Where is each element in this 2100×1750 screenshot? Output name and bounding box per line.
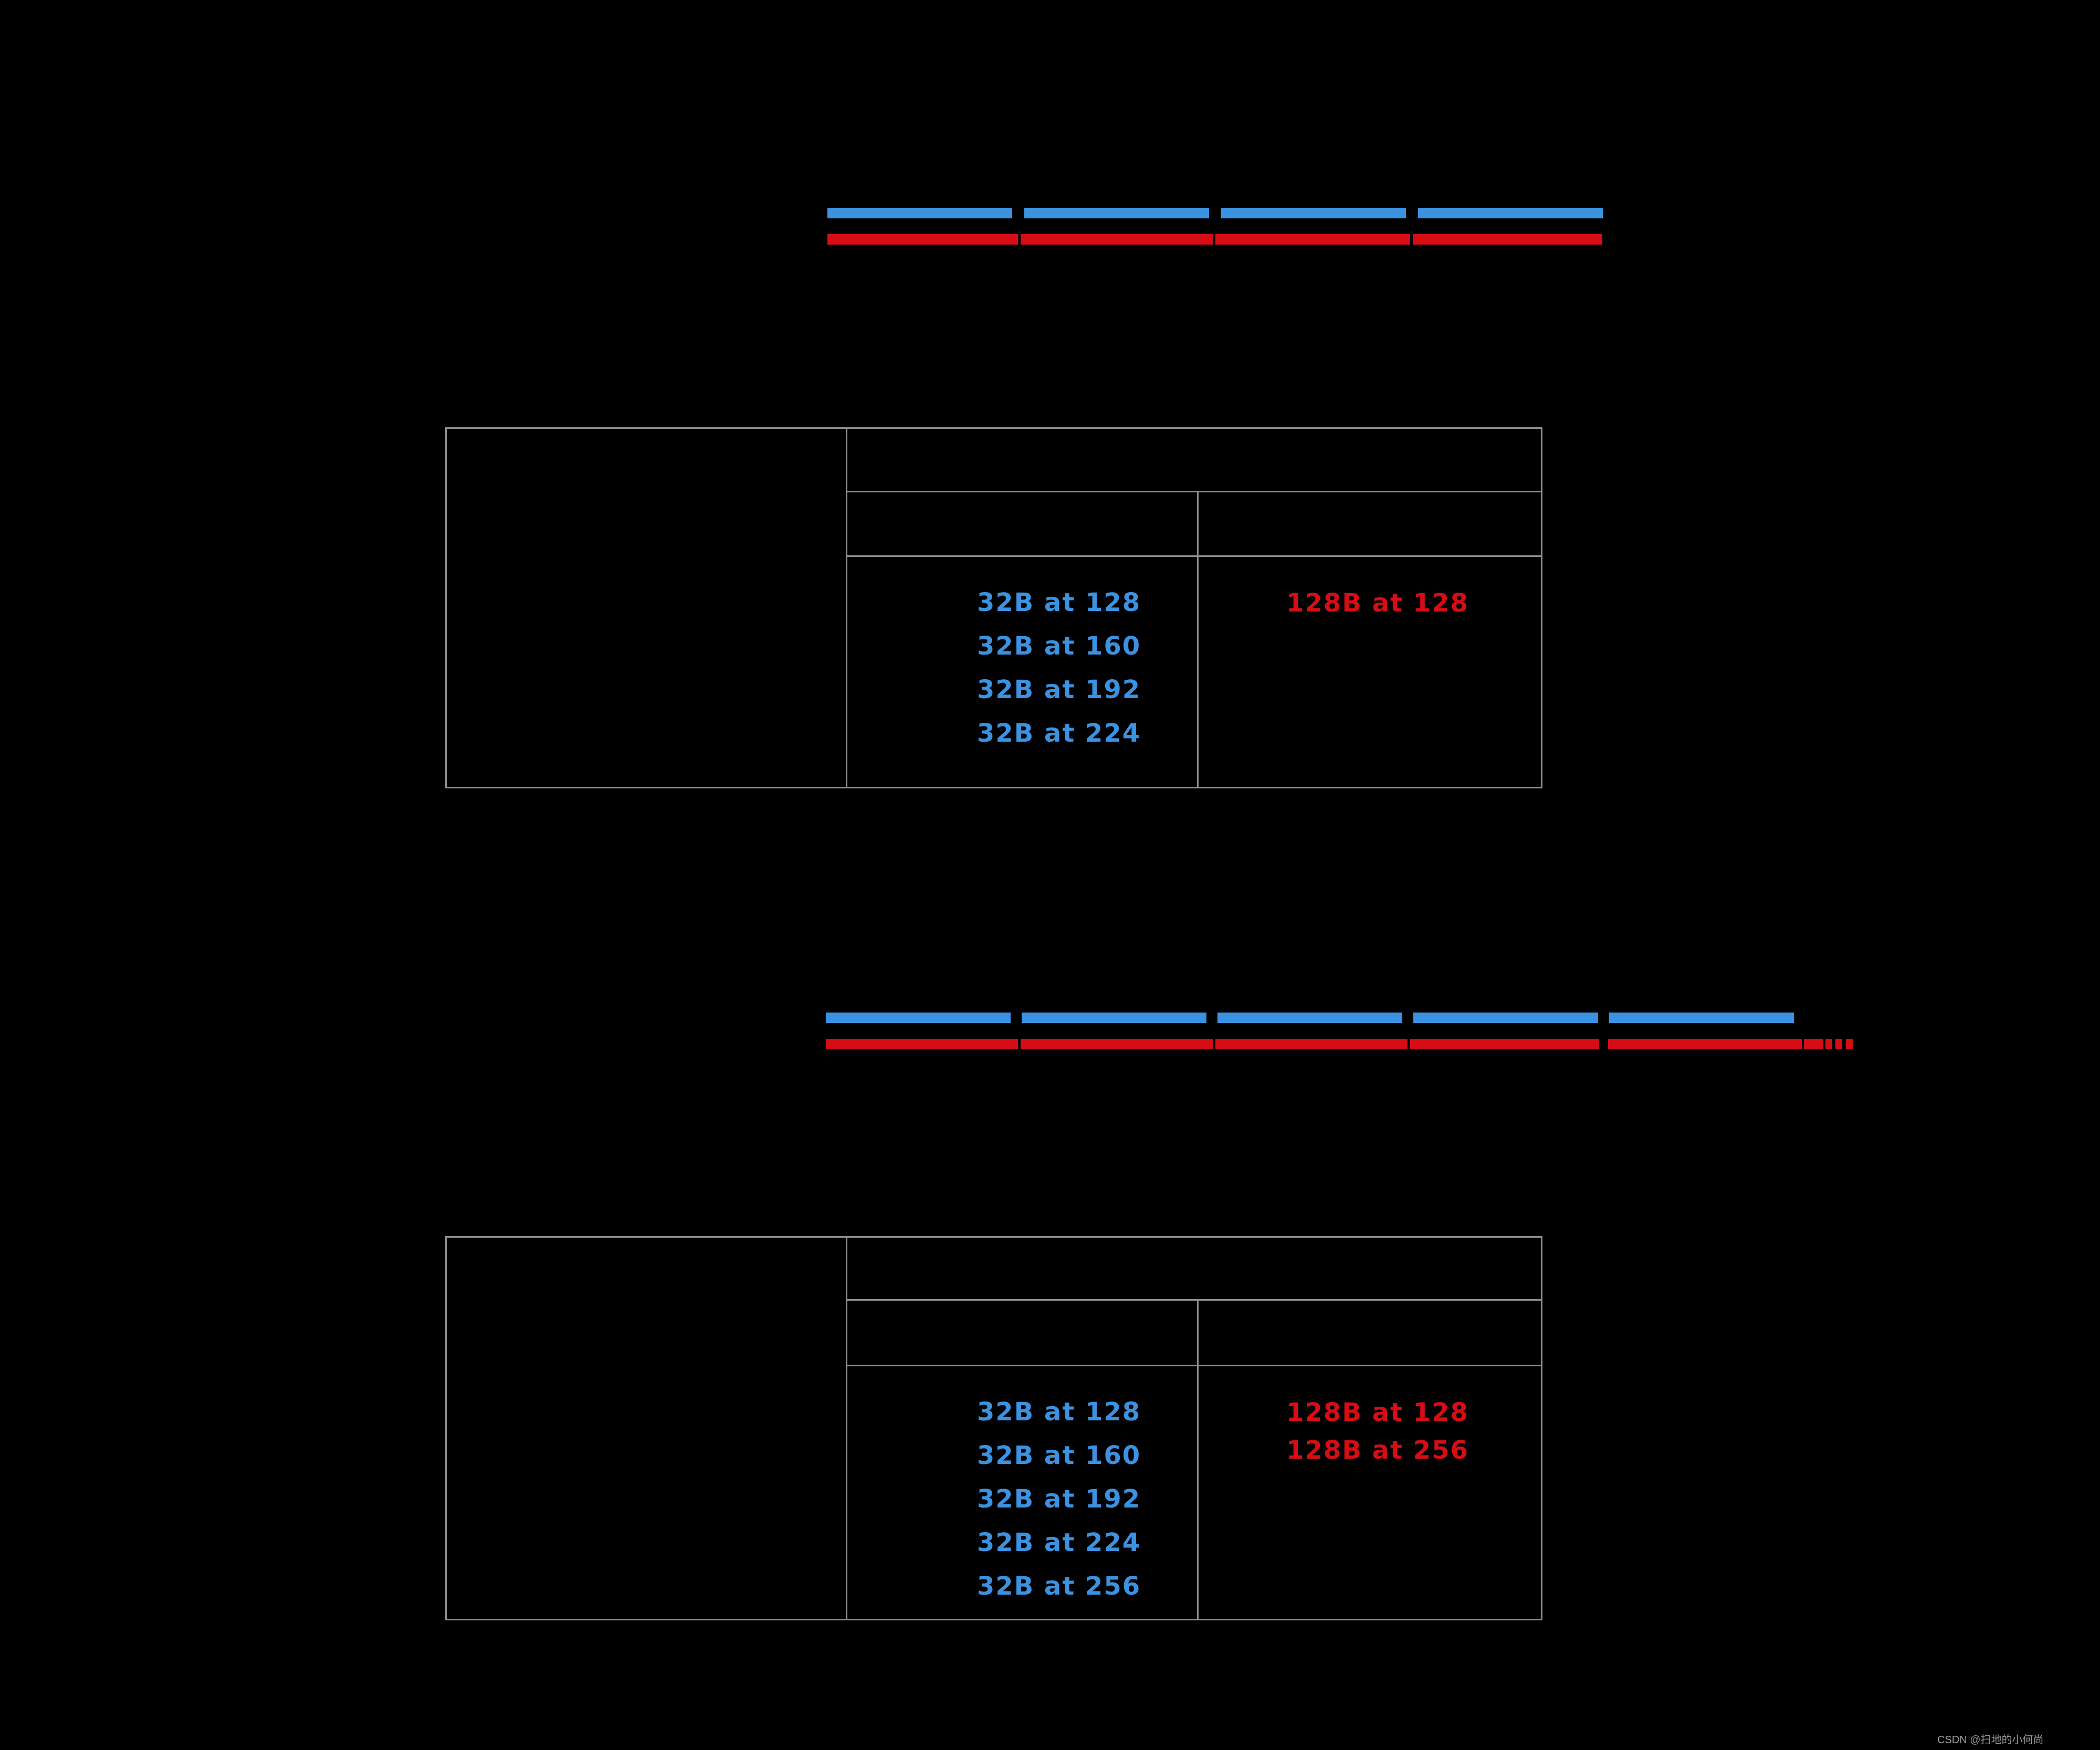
blue-sector-segment	[1022, 1013, 1206, 1023]
sector-boundary-tick	[1213, 234, 1215, 245]
blue-sector-segment	[1609, 1013, 1794, 1023]
continuation-ellipsis-dash	[1835, 1039, 1842, 1049]
sector-boundary-tick	[1410, 234, 1413, 245]
table-cell-line: 32B at 224	[976, 719, 1141, 748]
table1-subheader-cell-1	[847, 492, 1199, 557]
table2-red-values-cell: 128B at 128 128B at 256	[1199, 1366, 1541, 1619]
table-cell-line: 32B at 160	[976, 631, 1141, 661]
table-cell-line: 32B at 128	[976, 588, 1141, 617]
diagram1-red-burst-bar	[827, 234, 1602, 245]
table1-left-merged-cell	[447, 429, 847, 787]
continuation-ellipsis-dash	[1825, 1039, 1832, 1049]
diagram2-red-burst-bar-2	[1608, 1039, 1802, 1049]
blue-sector-segment	[1024, 208, 1209, 218]
table-2: 32B at 128 32B at 160 32B at 192 32B at 224…	[445, 1236, 1542, 1620]
blue-sector-segment	[1418, 208, 1603, 218]
table1-blue-values-cell: 32B at 128 32B at 160 32B at 192 32B at 224	[847, 557, 1199, 787]
sector-boundary-tick	[1408, 1039, 1410, 1049]
sector-boundary-tick	[1018, 1039, 1021, 1049]
table-cell-line: 32B at 128	[976, 1397, 1141, 1427]
table-1: 32B at 128 32B at 160 32B at 192 32B at 224…	[445, 427, 1542, 788]
diagram1-blue-sector-row	[827, 208, 1603, 218]
table-cell-line: 32B at 160	[976, 1441, 1141, 1470]
table2-blue-values-cell: 32B at 128 32B at 160 32B at 192 32B at 224…	[847, 1366, 1199, 1619]
continuation-ellipsis-dash	[1846, 1039, 1853, 1049]
sector-boundary-tick	[1018, 234, 1021, 245]
blue-sector-segment	[827, 208, 1012, 218]
blue-sector-segment	[1413, 1013, 1598, 1023]
table1-right-header-cell	[847, 429, 1541, 492]
table1-red-values-cell: 128B at 128	[1199, 557, 1541, 787]
blue-sector-segment	[826, 1013, 1011, 1023]
table2-subheader-cell-1	[847, 1301, 1199, 1366]
table-cell-line: 128B at 128	[1286, 1398, 1469, 1427]
diagram2-red-burst-segment	[1804, 1039, 1823, 1049]
diagram2-blue-sector-row	[826, 1013, 1794, 1023]
csdn-watermark: CSDN @扫地的小何尚	[1937, 1734, 2044, 1746]
sector-boundary-tick	[1213, 1039, 1215, 1049]
table-cell-line: 32B at 192	[976, 1484, 1141, 1514]
table1-subheader-cell-2	[1199, 492, 1541, 557]
table2-left-merged-cell	[447, 1238, 847, 1619]
table-cell-line: 32B at 192	[976, 675, 1141, 704]
table-cell-line: 32B at 256	[976, 1572, 1141, 1601]
diagram2-red-burst-bar-1	[826, 1039, 1599, 1049]
table-cell-line: 128B at 256	[1286, 1436, 1469, 1465]
table2-right-header-cell	[847, 1238, 1541, 1301]
blue-sector-segment	[1221, 208, 1406, 218]
table2-subheader-cell-2	[1199, 1301, 1541, 1366]
table-cell-line: 128B at 128	[1286, 588, 1469, 618]
blue-sector-segment	[1217, 1013, 1402, 1023]
table-cell-line: 32B at 224	[976, 1528, 1141, 1557]
